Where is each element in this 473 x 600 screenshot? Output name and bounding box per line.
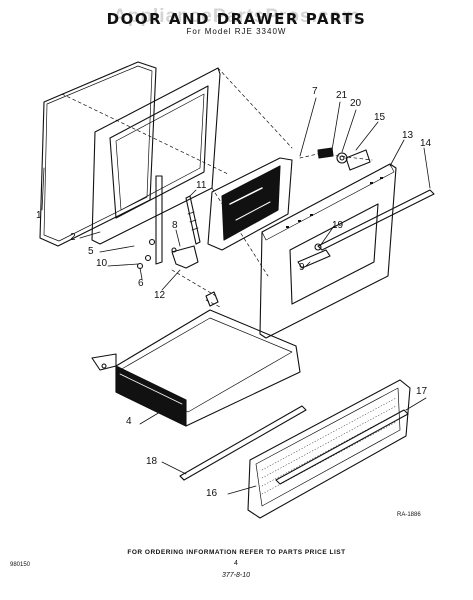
page-number: 4	[234, 560, 238, 567]
callout-14: 14	[420, 138, 432, 149]
callout-4: 4	[126, 416, 132, 427]
callout-6: 6	[138, 278, 144, 289]
callout-13: 13	[402, 130, 414, 141]
page-title: DOOR AND DRAWER PARTS	[106, 10, 367, 28]
outer-door	[259, 163, 397, 339]
inner-door-window	[109, 85, 209, 219]
callout-8: 8	[172, 220, 178, 231]
callout-21: 21	[336, 90, 348, 101]
ordering-info: FOR ORDERING INFORMATION REFER TO PARTS …	[127, 549, 346, 556]
outer-door-top	[261, 163, 395, 241]
bracket	[297, 249, 331, 269]
callout-5: 5	[88, 246, 94, 257]
door-gasket	[39, 61, 157, 247]
hinge-arm	[155, 175, 163, 265]
callout-2: 2	[70, 232, 76, 243]
callout-17: 17	[416, 386, 428, 397]
callout-7: 7	[312, 86, 318, 97]
callout-1: 1	[36, 210, 42, 221]
callout-19: 19	[332, 220, 344, 231]
watermark: AppliancePartsPros.com	[113, 6, 360, 27]
callout-20: 20	[350, 98, 362, 109]
drawer-handle	[275, 409, 409, 485]
left-code: 980150	[10, 562, 31, 568]
callout-9: 9	[299, 262, 305, 273]
drawer-side-tab	[91, 353, 117, 371]
window-glass	[207, 157, 293, 251]
window-glass-pane	[221, 165, 281, 241]
bottom-code: 377-8-10	[222, 572, 251, 579]
hinge-bracket	[171, 245, 199, 269]
diagram-code: RA-1886	[397, 512, 421, 518]
callout-10: 10	[96, 258, 108, 269]
callout-12: 12	[154, 290, 166, 301]
inner-door-window-inner	[115, 93, 205, 211]
drawer-front-lip	[115, 365, 187, 427]
screw	[314, 243, 322, 251]
drawer-front-panel	[247, 379, 411, 519]
callout-16: 16	[206, 488, 218, 499]
drawer-back-tab	[205, 291, 219, 307]
door-gasket-inner	[43, 65, 153, 242]
callout-15: 15	[374, 112, 386, 123]
hinge-screw	[317, 147, 334, 159]
drawer-front-inner	[255, 387, 401, 507]
callout-11: 11	[196, 180, 207, 191]
drawer-body	[115, 309, 301, 427]
hinge-block	[345, 149, 371, 171]
hinge-spring	[185, 195, 201, 245]
model-subtitle: For Model RJE 3340W	[186, 27, 287, 36]
drawer-rail	[179, 405, 307, 481]
callout-18: 18	[146, 456, 158, 467]
outer-door-window	[289, 203, 379, 305]
